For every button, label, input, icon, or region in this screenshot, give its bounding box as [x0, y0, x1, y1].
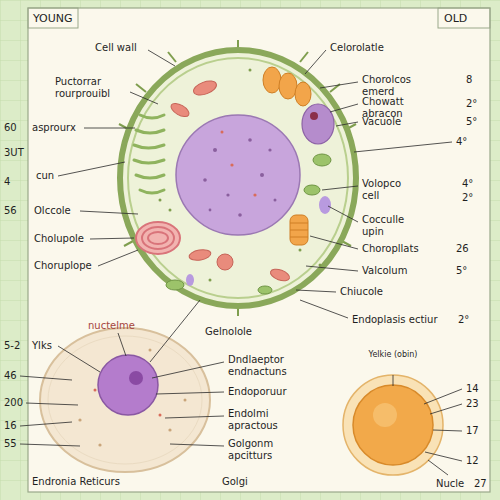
part-label: Chorolcos emerd	[362, 74, 434, 98]
callout-number: 2°	[466, 98, 477, 110]
callout-number: 8	[466, 74, 472, 86]
part-label: Choruplope	[34, 260, 92, 272]
part-label: asprourx	[32, 122, 76, 134]
callout-number: 2°	[458, 314, 469, 326]
callout-number: 27	[474, 478, 487, 490]
part-label: Dndlaeptor endnactuns	[228, 354, 310, 378]
part-label: Volopco cell	[362, 178, 414, 202]
part-label: YOUNG	[33, 12, 73, 25]
callout-number: 55	[4, 438, 17, 450]
part-label: Nucle	[436, 478, 464, 490]
part-label: Celorolatle	[330, 42, 384, 54]
callout-number: 5-2	[4, 340, 20, 352]
callout-number: 4	[4, 176, 10, 188]
callout-number: 4°	[462, 178, 473, 190]
part-label: Endoplasis ectiur	[352, 314, 438, 326]
part-label: nuctelme	[88, 320, 135, 332]
part-label: OLD	[444, 12, 467, 25]
part-label: Cholupole	[34, 233, 84, 245]
callout-number: 12	[466, 455, 479, 467]
part-label: Golgonm apcitturs	[228, 438, 310, 462]
part-label: Endronia Reticurs	[32, 476, 120, 488]
callout-number: 46	[4, 370, 17, 382]
part-label: Puctorrar rourprouibl	[55, 76, 127, 100]
part-label: Golgi	[222, 476, 248, 488]
part-label: Gelnolole	[205, 326, 252, 338]
part-label: cun	[36, 170, 54, 182]
part-label: Olccole	[34, 205, 71, 217]
part-label: Cocculle upin	[362, 214, 418, 238]
callout-number: 60	[4, 122, 17, 134]
part-label: Choropllats	[362, 243, 419, 255]
part-label: 3UT	[4, 147, 24, 159]
callout-number: 16	[4, 420, 17, 432]
part-label: Yelkie (obin)	[368, 350, 418, 360]
callout-number: 4°	[456, 136, 467, 148]
part-label: Cell wall	[95, 42, 137, 54]
callout-number: 26	[456, 243, 469, 255]
callout-number: 56	[4, 205, 17, 217]
callout-number: 5°	[456, 265, 467, 277]
part-label: Vacuole	[362, 116, 401, 128]
callout-number: 14	[466, 383, 479, 395]
part-label: Ylks	[32, 340, 52, 352]
callout-number: 200	[4, 397, 23, 409]
callout-number: 5°	[466, 116, 477, 128]
callout-number: 17	[466, 425, 479, 437]
part-label: Chiucole	[340, 286, 383, 298]
callout-number: 2°	[462, 192, 473, 204]
callout-number: 23	[466, 398, 479, 410]
part-label: Endoporuur	[228, 386, 287, 398]
part-label: Valcolum	[362, 265, 407, 277]
part-label: Endolmi apractous	[228, 408, 310, 432]
